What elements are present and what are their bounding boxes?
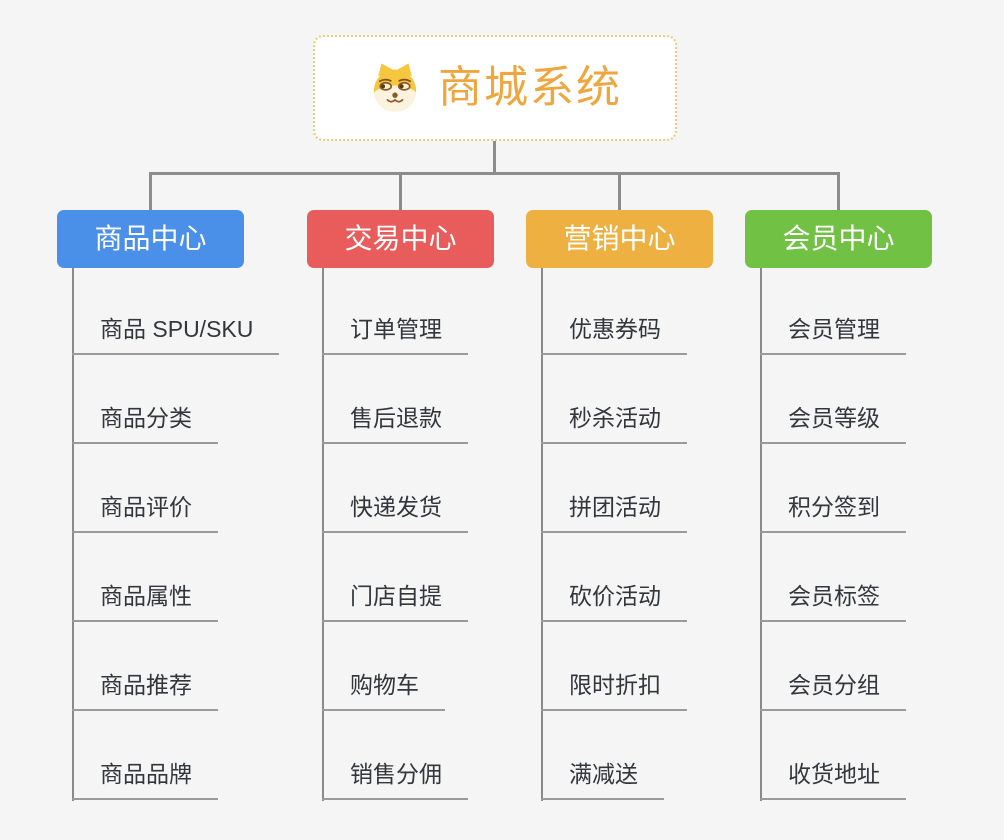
leaf-label: 秒杀活动 <box>569 405 661 431</box>
branch-node-3[interactable]: 营销中心 <box>526 210 713 268</box>
branch-drop-line <box>837 175 840 210</box>
branch-child-trunk-line <box>541 268 543 801</box>
leaf-label: 收货地址 <box>788 761 880 787</box>
root-trunk-line <box>493 141 496 172</box>
leaf-item[interactable]: 秒杀活动 <box>541 403 687 444</box>
branch-node-2[interactable]: 交易中心 <box>307 210 494 268</box>
branch-label: 商品中心 <box>94 223 207 254</box>
leaf-label: 商品 SPU/SKU <box>100 316 254 342</box>
leaf-item[interactable]: 会员标签 <box>760 581 906 622</box>
leaf-label: 门店自提 <box>350 583 442 609</box>
leaf-item[interactable]: 商品推荐 <box>72 670 218 711</box>
root-title: 商城系统 <box>438 63 622 112</box>
leaf-label: 商品评价 <box>100 494 192 520</box>
leaf-label: 商品推荐 <box>100 672 192 698</box>
leaf-item[interactable]: 商品分类 <box>72 403 218 444</box>
leaf-label: 优惠券码 <box>569 316 661 342</box>
leaf-label: 积分签到 <box>788 494 880 520</box>
leaf-item[interactable]: 订单管理 <box>322 314 468 355</box>
leaf-item[interactable]: 限时折扣 <box>541 670 687 711</box>
leaf-label: 商品分类 <box>100 405 192 431</box>
leaf-item[interactable]: 销售分佣 <box>322 759 468 800</box>
branch-child-trunk-line <box>322 268 324 801</box>
leaf-label: 商品属性 <box>100 583 192 609</box>
leaf-item[interactable]: 拼团活动 <box>541 492 687 533</box>
leaf-label: 售后退款 <box>350 405 442 431</box>
branch-drop-line <box>149 175 152 210</box>
branch-bus-line <box>149 172 840 175</box>
leaf-item[interactable]: 积分签到 <box>760 492 906 533</box>
leaf-item[interactable]: 售后退款 <box>322 403 468 444</box>
leaf-item[interactable]: 购物车 <box>322 670 445 711</box>
leaf-label: 销售分佣 <box>350 761 442 787</box>
leaf-label: 会员管理 <box>788 316 880 342</box>
branch-label: 营销中心 <box>563 223 676 254</box>
leaf-label: 订单管理 <box>350 316 442 342</box>
branch-drop-line <box>618 175 621 210</box>
leaf-label: 满减送 <box>569 761 638 787</box>
leaf-label: 会员标签 <box>788 583 880 609</box>
dog-face-icon <box>373 63 417 112</box>
leaf-label: 会员分组 <box>788 672 880 698</box>
leaf-item[interactable]: 会员管理 <box>760 314 906 355</box>
leaf-item[interactable]: 商品 SPU/SKU <box>72 314 280 355</box>
branch-child-trunk-line <box>760 268 762 801</box>
leaf-item[interactable]: 商品属性 <box>72 581 218 622</box>
branch-node-4[interactable]: 会员中心 <box>745 210 932 268</box>
leaf-item[interactable]: 收货地址 <box>760 759 906 800</box>
branch-label: 会员中心 <box>782 223 895 254</box>
branch-label: 交易中心 <box>344 223 457 254</box>
leaf-label: 限时折扣 <box>569 672 661 698</box>
leaf-label: 商品品牌 <box>100 761 192 787</box>
leaf-label: 拼团活动 <box>569 494 661 520</box>
leaf-label: 会员等级 <box>788 405 880 431</box>
leaf-item[interactable]: 会员分组 <box>760 670 906 711</box>
branch-node-1[interactable]: 商品中心 <box>57 210 244 268</box>
branch-drop-line <box>399 175 402 210</box>
leaf-label: 快递发货 <box>350 494 442 520</box>
leaf-item[interactable]: 商品品牌 <box>72 759 218 800</box>
leaf-label: 购物车 <box>350 672 419 698</box>
leaf-label: 砍价活动 <box>569 583 661 609</box>
leaf-item[interactable]: 会员等级 <box>760 403 906 444</box>
branch-child-trunk-line <box>72 268 74 801</box>
leaf-item[interactable]: 满减送 <box>541 759 664 800</box>
leaf-item[interactable]: 快递发货 <box>322 492 468 533</box>
leaf-item[interactable]: 砍价活动 <box>541 581 687 622</box>
leaf-item[interactable]: 优惠券码 <box>541 314 687 355</box>
leaf-item[interactable]: 门店自提 <box>322 581 468 622</box>
leaf-item[interactable]: 商品评价 <box>72 492 218 533</box>
root-node[interactable]: 商城系统 <box>313 35 677 141</box>
